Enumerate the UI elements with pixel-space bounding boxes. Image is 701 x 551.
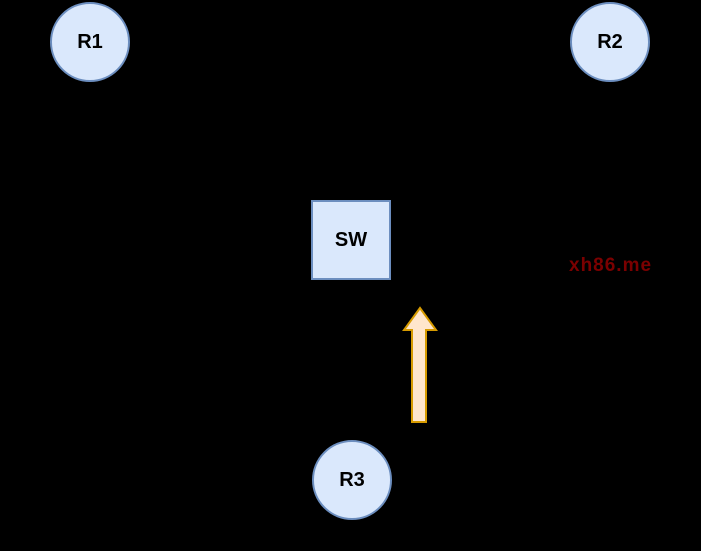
node-r1: R1 [50, 2, 130, 82]
up-arrow-icon [402, 306, 438, 423]
node-r2: R2 [570, 2, 650, 82]
node-r3-label: R3 [339, 468, 365, 491]
node-r3: R3 [312, 440, 392, 520]
watermark-text: xh86.me [569, 255, 653, 276]
node-r2-label: R2 [597, 30, 623, 53]
node-sw-label: SW [334, 228, 368, 251]
node-r1-label: R1 [77, 30, 103, 53]
node-sw: SW [311, 200, 391, 280]
